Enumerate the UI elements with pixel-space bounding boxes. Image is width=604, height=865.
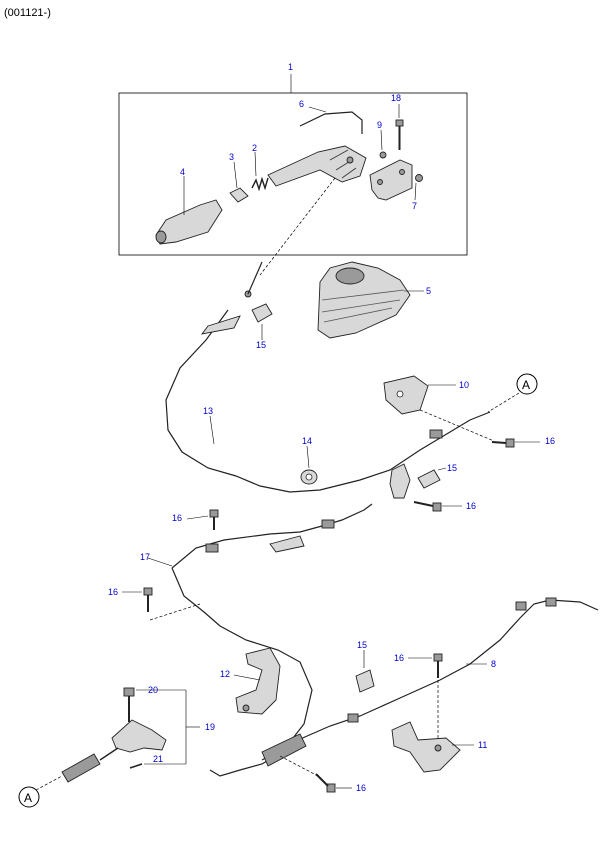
callout-16-d[interactable]: 16 <box>108 587 118 597</box>
callout-12-leader <box>233 674 261 681</box>
callout-19[interactable]: 19 <box>205 722 215 732</box>
equalizer-assembly[interactable] <box>61 687 167 783</box>
callout-5[interactable]: 5 <box>426 286 431 296</box>
lever-bracket[interactable] <box>369 159 413 201</box>
callout-11[interactable]: 11 <box>478 740 487 750</box>
callout-16c-leader <box>186 515 209 520</box>
connector-a-bottom[interactable]: A <box>18 786 40 808</box>
lever-assembly-box <box>118 92 468 256</box>
connector-a-top[interactable]: A <box>516 373 538 395</box>
callout-8[interactable]: 8 <box>491 659 496 669</box>
callout-15b-leader <box>437 467 447 471</box>
callout-6-leader <box>308 106 327 113</box>
callout-15-lower[interactable]: 15 <box>357 640 367 650</box>
callout-16-b[interactable]: 16 <box>466 501 476 511</box>
bolt-16-d[interactable] <box>143 587 153 612</box>
lever-grip-4[interactable] <box>155 199 223 245</box>
callout-16-e[interactable]: 16 <box>394 653 404 663</box>
bolt-16-f[interactable] <box>315 773 336 793</box>
brake-lever-arm[interactable] <box>267 145 367 187</box>
callout-17[interactable]: 17 <box>140 552 150 562</box>
spring-2[interactable] <box>251 176 269 192</box>
callout-15-upper[interactable]: 15 <box>256 340 266 350</box>
callout-14[interactable]: 14 <box>302 436 312 446</box>
bolt-16-e[interactable] <box>433 653 443 678</box>
connector-a-bottom-line <box>35 775 63 791</box>
bolt-16-f-guide <box>279 755 319 777</box>
callout-20[interactable]: 20 <box>148 685 158 695</box>
callout-15-middle[interactable]: 15 <box>447 463 457 473</box>
callout-4[interactable]: 4 <box>180 167 185 177</box>
nut-7[interactable] <box>415 174 423 182</box>
callout-13[interactable]: 13 <box>203 406 213 416</box>
cable-bracket-small[interactable] <box>389 463 411 499</box>
callout-7-leader <box>414 182 417 201</box>
callout-16-c[interactable]: 16 <box>172 513 182 523</box>
connector-a-bottom-label: A <box>24 791 32 805</box>
callout-2-leader <box>254 151 257 177</box>
connector-a-top-label: A <box>522 378 530 392</box>
bolt-16-a-guide <box>419 409 495 442</box>
grommet-14[interactable] <box>300 469 318 485</box>
callout-2[interactable]: 2 <box>252 143 257 153</box>
callout-3[interactable]: 3 <box>229 152 234 162</box>
callout-7[interactable]: 7 <box>412 201 417 211</box>
callout-18[interactable]: 18 <box>391 93 401 103</box>
callout-12[interactable]: 12 <box>220 669 230 679</box>
ratchet-rod[interactable] <box>299 111 363 134</box>
front-cable-13[interactable] <box>165 261 491 493</box>
clip-15-middle[interactable] <box>417 469 441 489</box>
bracket-12[interactable] <box>235 647 281 715</box>
bolt-16-a[interactable] <box>491 438 515 448</box>
callout-16-a[interactable]: 16 <box>545 436 555 446</box>
callout-6[interactable]: 6 <box>299 99 304 109</box>
bolt-16-d-guide <box>149 603 201 621</box>
bolt-18[interactable] <box>395 119 404 150</box>
callout-17-leader <box>147 557 173 567</box>
bracket-11[interactable] <box>391 721 461 773</box>
bolt-16-c[interactable] <box>209 509 219 530</box>
clip-15-lower[interactable] <box>355 669 375 693</box>
bracket-10[interactable] <box>383 375 429 415</box>
connector-a-top-line <box>487 392 520 413</box>
bolt-16-b[interactable] <box>413 501 442 512</box>
rear-cable-17[interactable] <box>171 503 373 777</box>
lever-boot-5[interactable] <box>317 261 411 339</box>
clip-15-upper[interactable] <box>251 303 273 323</box>
diagram-code-label: (001121-) <box>4 7 51 19</box>
callout-13-leader <box>209 415 215 445</box>
callout-14-leader <box>306 445 310 469</box>
callout-10[interactable]: 10 <box>459 380 469 390</box>
callout-3-leader <box>233 161 238 189</box>
callout-9-leader <box>380 129 383 151</box>
callout-16-f[interactable]: 16 <box>356 783 366 793</box>
nut-9[interactable] <box>379 151 387 159</box>
callout-9[interactable]: 9 <box>377 120 382 130</box>
sleeve-3[interactable] <box>229 187 249 203</box>
callout-21[interactable]: 21 <box>153 754 163 764</box>
callout-1[interactable]: 1 <box>288 62 293 72</box>
lever-to-cable-guide <box>259 177 336 276</box>
